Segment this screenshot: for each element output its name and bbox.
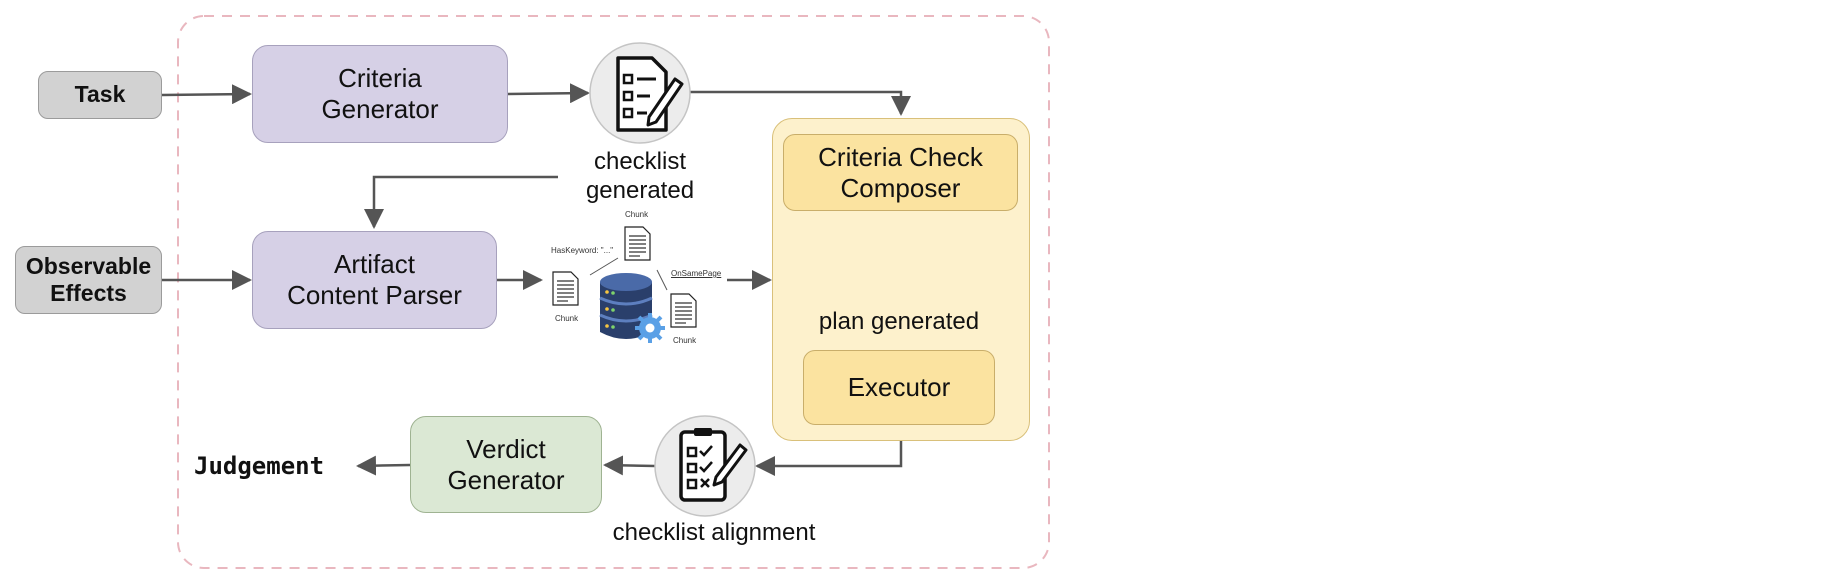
criteria-check-composer-label: Criteria Check Composer [818,141,983,203]
verdict-generator-label: Verdict Generator [447,433,565,495]
artifact-content-parser-box: Artifact Content Parser [252,231,497,329]
artifact-content-parser-label: Artifact Content Parser [287,249,462,310]
arrow-checklist-to-parser [364,175,558,229]
arrow-criteria-to-checklist [507,83,590,104]
verdict-generator-box: Verdict Generator [410,416,602,513]
task-input: Task [38,71,162,119]
arrow-task-to-criteria [161,84,252,105]
checklist-document-icon [589,42,691,144]
document-icon [552,271,579,306]
has-keyword-label: HasKeyword: "..." [551,246,614,255]
observable-effects-label: Observable Effects [25,252,152,306]
criteria-generator-label: Criteria Generator [321,63,439,124]
checklist-generated-caption: checklist generated [585,148,695,204]
judgement-output: Judgement [194,452,325,480]
chunk-label-top: Chunk [625,210,649,219]
document-icon [670,293,697,328]
criteria-check-composer-box: Criteria Check Composer [783,134,1018,211]
checklist-alignment-caption: checklist alignment [612,519,816,546]
task-label: Task [74,81,126,108]
document-icon [624,226,651,261]
executor-box: Executor [803,350,995,425]
on-same-page-label: OnSamePage [671,269,722,278]
chunk-label-right: Chunk [673,336,697,345]
arrow-verdict-to-judgement [356,455,411,476]
system-boundary [177,15,1050,569]
arrow-executor-to-alignment [755,441,903,476]
arrow-checklist-to-composer [690,90,911,116]
arrow-alignment-to-verdict [603,455,656,476]
database-gear-icon [599,273,665,343]
observable-effects-input: Observable Effects [15,246,162,314]
criteria-generator-box: Criteria Generator [252,45,508,143]
index-graph-edges [589,257,668,291]
executor-label: Executor [847,372,951,403]
chunk-label-left: Chunk [555,314,579,323]
plan-generated-caption: plan generated [818,308,980,335]
clipboard-checklist-icon [654,415,756,517]
